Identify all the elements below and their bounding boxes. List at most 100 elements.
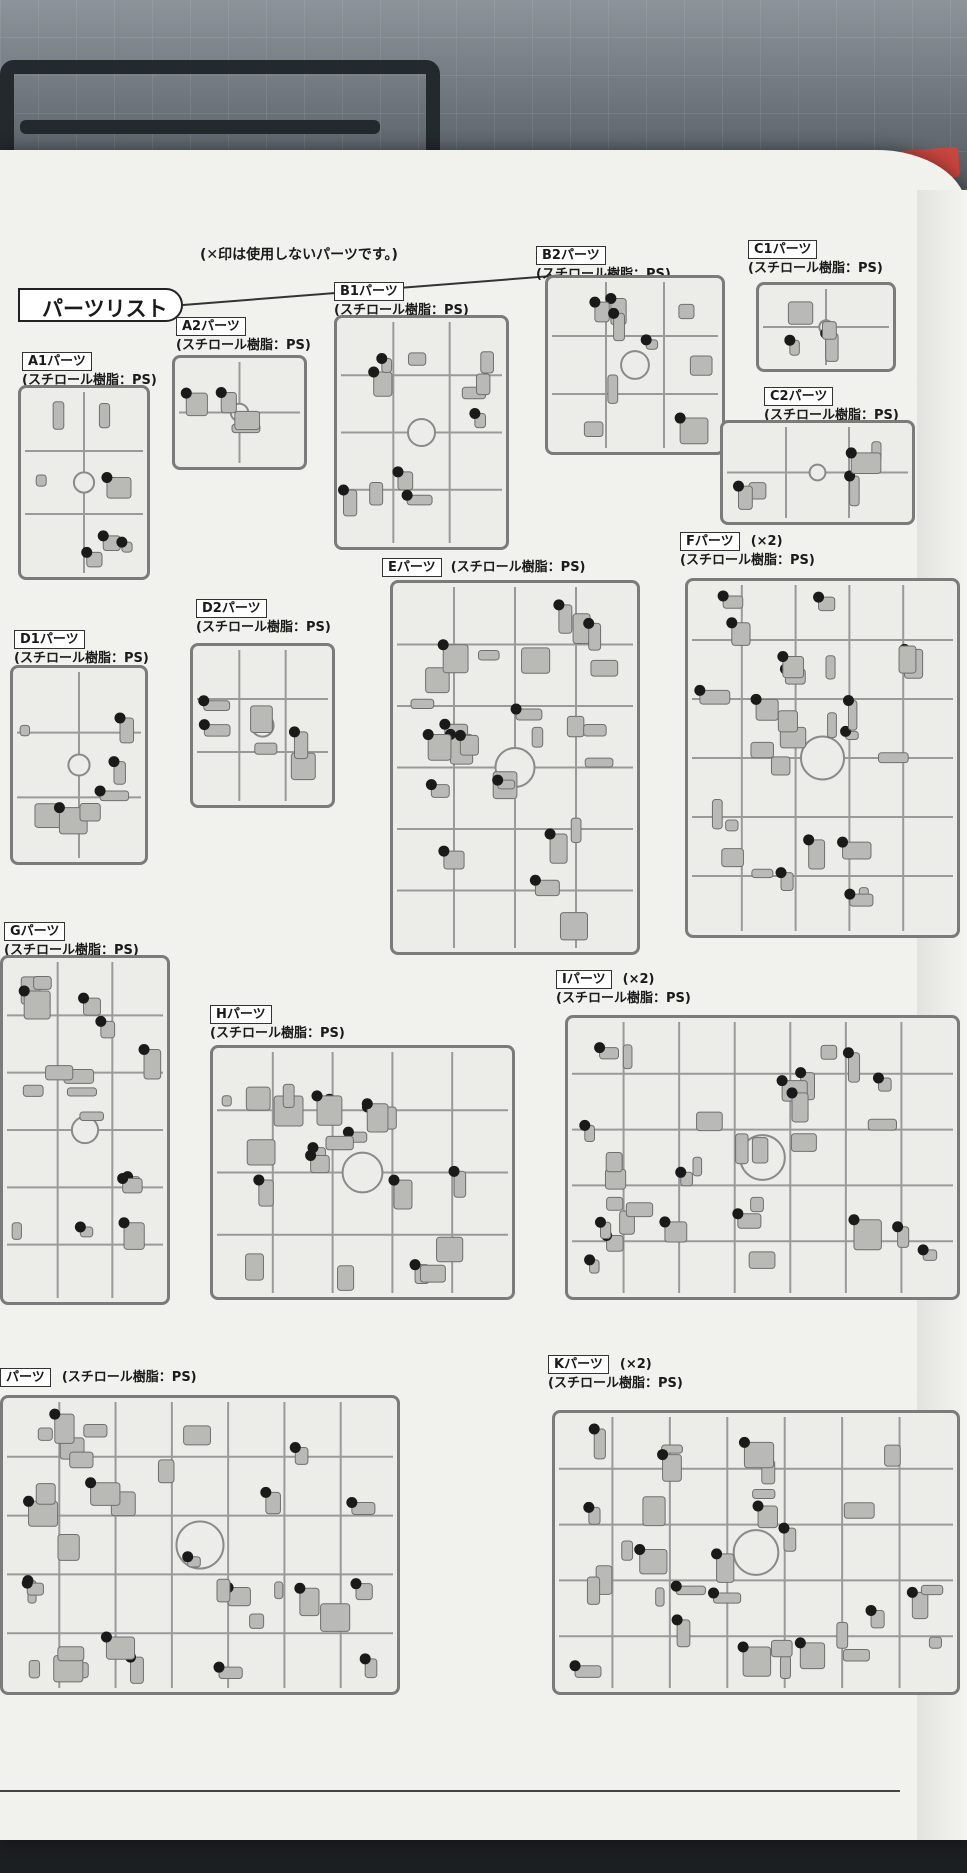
part-label: Kパーツ <box>548 1355 609 1374</box>
part-number-marker <box>594 1042 606 1054</box>
kit-part <box>22 1084 44 1097</box>
part-number-marker <box>213 1661 225 1673</box>
part-label: D1パーツ <box>14 630 85 649</box>
part-number-marker <box>775 867 787 879</box>
part-group-f: Fパーツ (×2) (スチロール樹脂：PS) <box>680 530 815 569</box>
sprue-drawing <box>197 650 328 801</box>
kit-part <box>443 850 465 870</box>
part-number-marker <box>906 1586 918 1598</box>
kit-part <box>898 645 917 674</box>
kit-part <box>90 1482 121 1506</box>
part-number-marker <box>368 366 380 378</box>
part-number-marker <box>784 334 796 346</box>
kit-part <box>639 1549 668 1575</box>
part-number-marker <box>305 1149 317 1161</box>
kit-part <box>847 1052 861 1083</box>
kit-part <box>799 1642 826 1670</box>
kit-part <box>558 604 573 634</box>
part-number-marker <box>529 874 541 886</box>
part-number-marker <box>732 1208 744 1220</box>
part-number-marker <box>675 1166 687 1178</box>
kit-part <box>583 421 604 438</box>
part-group-c1: C1パーツ (スチロール樹脂：PS) <box>748 238 883 277</box>
part-label: B1パーツ <box>334 282 404 301</box>
kit-part <box>607 374 619 404</box>
kit-part <box>664 1221 688 1243</box>
sprue-frame-b2 <box>545 275 725 455</box>
part-label: C2パーツ <box>764 387 834 406</box>
part-number-marker <box>116 536 128 548</box>
sprue-frame-c2 <box>720 420 915 525</box>
part-number-marker <box>732 480 744 492</box>
sprue-drawing <box>572 1022 953 1293</box>
part-number-marker <box>657 1449 669 1461</box>
part-group-c2: C2パーツ (スチロール樹脂：PS) <box>764 385 899 424</box>
kit-part <box>52 401 65 430</box>
kit-part <box>54 1413 75 1444</box>
part-number-marker <box>359 1653 371 1665</box>
sprue-drawing <box>397 587 633 948</box>
kit-part <box>588 622 602 651</box>
kit-part <box>699 689 731 705</box>
kit-part <box>442 644 469 674</box>
kit-part <box>459 734 479 756</box>
kit-part <box>113 761 126 785</box>
part-number-marker <box>81 546 93 558</box>
kit-part <box>407 352 427 366</box>
kit-part <box>427 734 452 761</box>
part-label: A2パーツ <box>176 317 246 336</box>
gate-ring <box>620 350 650 380</box>
kit-part <box>721 848 744 868</box>
part-number-marker <box>842 695 854 707</box>
sprue-frame-a2 <box>172 355 307 470</box>
kit-part <box>69 1451 94 1469</box>
part-material: (スチロール樹脂：PS) <box>764 408 899 423</box>
part-number-marker <box>845 447 857 459</box>
kit-part <box>655 1587 665 1607</box>
kit-part <box>245 1086 271 1111</box>
kit-part <box>884 1444 901 1467</box>
part-number-marker <box>717 590 729 602</box>
part-number-marker <box>388 1174 400 1186</box>
kit-part <box>559 912 588 941</box>
kit-part <box>696 1111 723 1132</box>
kit-part <box>782 656 805 679</box>
sprue-drawing <box>552 282 718 448</box>
part-material: (スチロール樹脂：PS) <box>210 1026 345 1041</box>
kit-part <box>28 1659 41 1679</box>
kit-part <box>820 1044 838 1060</box>
part-number-marker <box>118 1217 130 1229</box>
part-label: パーツ <box>0 1368 51 1387</box>
part-number-marker <box>117 1172 129 1184</box>
kit-part <box>293 731 309 760</box>
part-number-marker <box>605 292 617 304</box>
part-number-marker <box>97 530 109 542</box>
part-group-k: Kパーツ (×2) (スチロール樹脂：PS) <box>548 1353 683 1392</box>
part-number-marker <box>409 1259 421 1271</box>
kit-part <box>33 975 52 990</box>
gate-ring <box>732 1529 780 1576</box>
part-label: Gパーツ <box>4 922 66 941</box>
kit-part <box>842 841 872 860</box>
kit-part <box>808 839 826 870</box>
part-material: (スチロール樹脂：PS) <box>450 560 586 575</box>
kit-part <box>130 1656 144 1684</box>
kit-part <box>234 410 261 431</box>
kit-part <box>790 1133 817 1152</box>
kit-part <box>122 1177 143 1194</box>
part-number-marker <box>803 834 815 846</box>
kit-part <box>689 355 713 376</box>
part-number-marker <box>583 1501 595 1513</box>
kit-part <box>821 321 837 340</box>
kit-part <box>757 1505 778 1529</box>
kit-part <box>752 1488 776 1499</box>
part-number-marker <box>337 484 349 496</box>
kit-part <box>911 1591 929 1620</box>
kit-part <box>825 655 836 680</box>
kit-part <box>878 752 909 764</box>
kit-part <box>351 1502 376 1515</box>
part-number-marker <box>579 1119 591 1131</box>
part-number-marker <box>813 591 825 603</box>
part-number-marker <box>750 693 762 705</box>
part-number-marker <box>553 599 565 611</box>
